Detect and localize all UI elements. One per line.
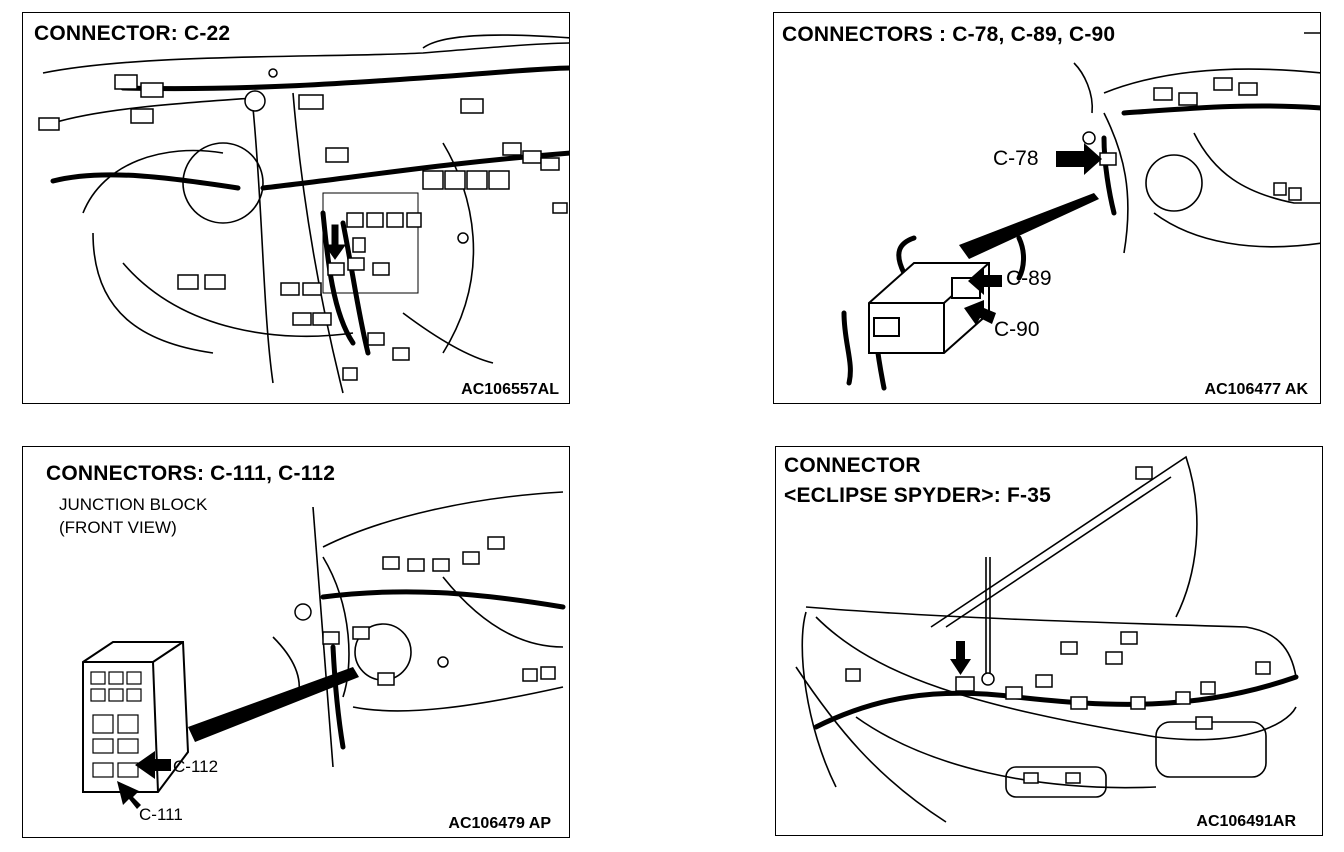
diagram-panel-c111-c112: CONNECTORS: C-111, C-112 JUNCTION BLOCK … [22,446,570,838]
console-harness-illustration [841,32,1320,391]
panel-title: CONNECTORS: C-111, C-112 [46,462,336,485]
diagram-panel-c22: CONNECTOR: C-22 AC106557AL [22,12,570,404]
callout-arrows [964,143,1102,325]
figure-code: AC106477 AK [1204,381,1308,398]
callout-c112: C-112 [173,757,219,776]
callout-c89: C-89 [1006,267,1052,290]
diagram-panel-f35: CONNECTOR <ECLIPSE SPYDER>: F-35 AC10649… [775,446,1323,836]
dashboard-harness-illustration [38,34,569,394]
f35-arrow [950,641,971,675]
panel-title-line-1: CONNECTOR [784,454,921,477]
callout-c111: C-111 [139,805,183,824]
diagram-panel-c78-c89-c90: CONNECTORS : C-78, C-89, C-90 C-78 C-89 … [773,12,1321,404]
panel-title: CONNECTORS : C-78, C-89, C-90 [782,23,1116,46]
callout-c78: C-78 [993,147,1039,170]
figure-code: AC106557AL [461,381,559,398]
trunk-harness-illustration [795,455,1299,823]
subtitle-line-2: (FRONT VIEW) [59,518,177,537]
figure-code: AC106491AR [1196,813,1296,830]
callout-arrows [117,751,171,809]
subtitle-line-1: JUNCTION BLOCK [59,495,208,514]
panel-title-line-2: <ECLIPSE SPYDER>: F-35 [784,484,1051,507]
c22-arrow [324,224,346,260]
figure-code: AC106479 AP [448,815,551,832]
callout-c90: C-90 [994,318,1040,341]
panel-title: CONNECTOR: C-22 [34,22,231,45]
junction-block-illustration [82,491,566,809]
